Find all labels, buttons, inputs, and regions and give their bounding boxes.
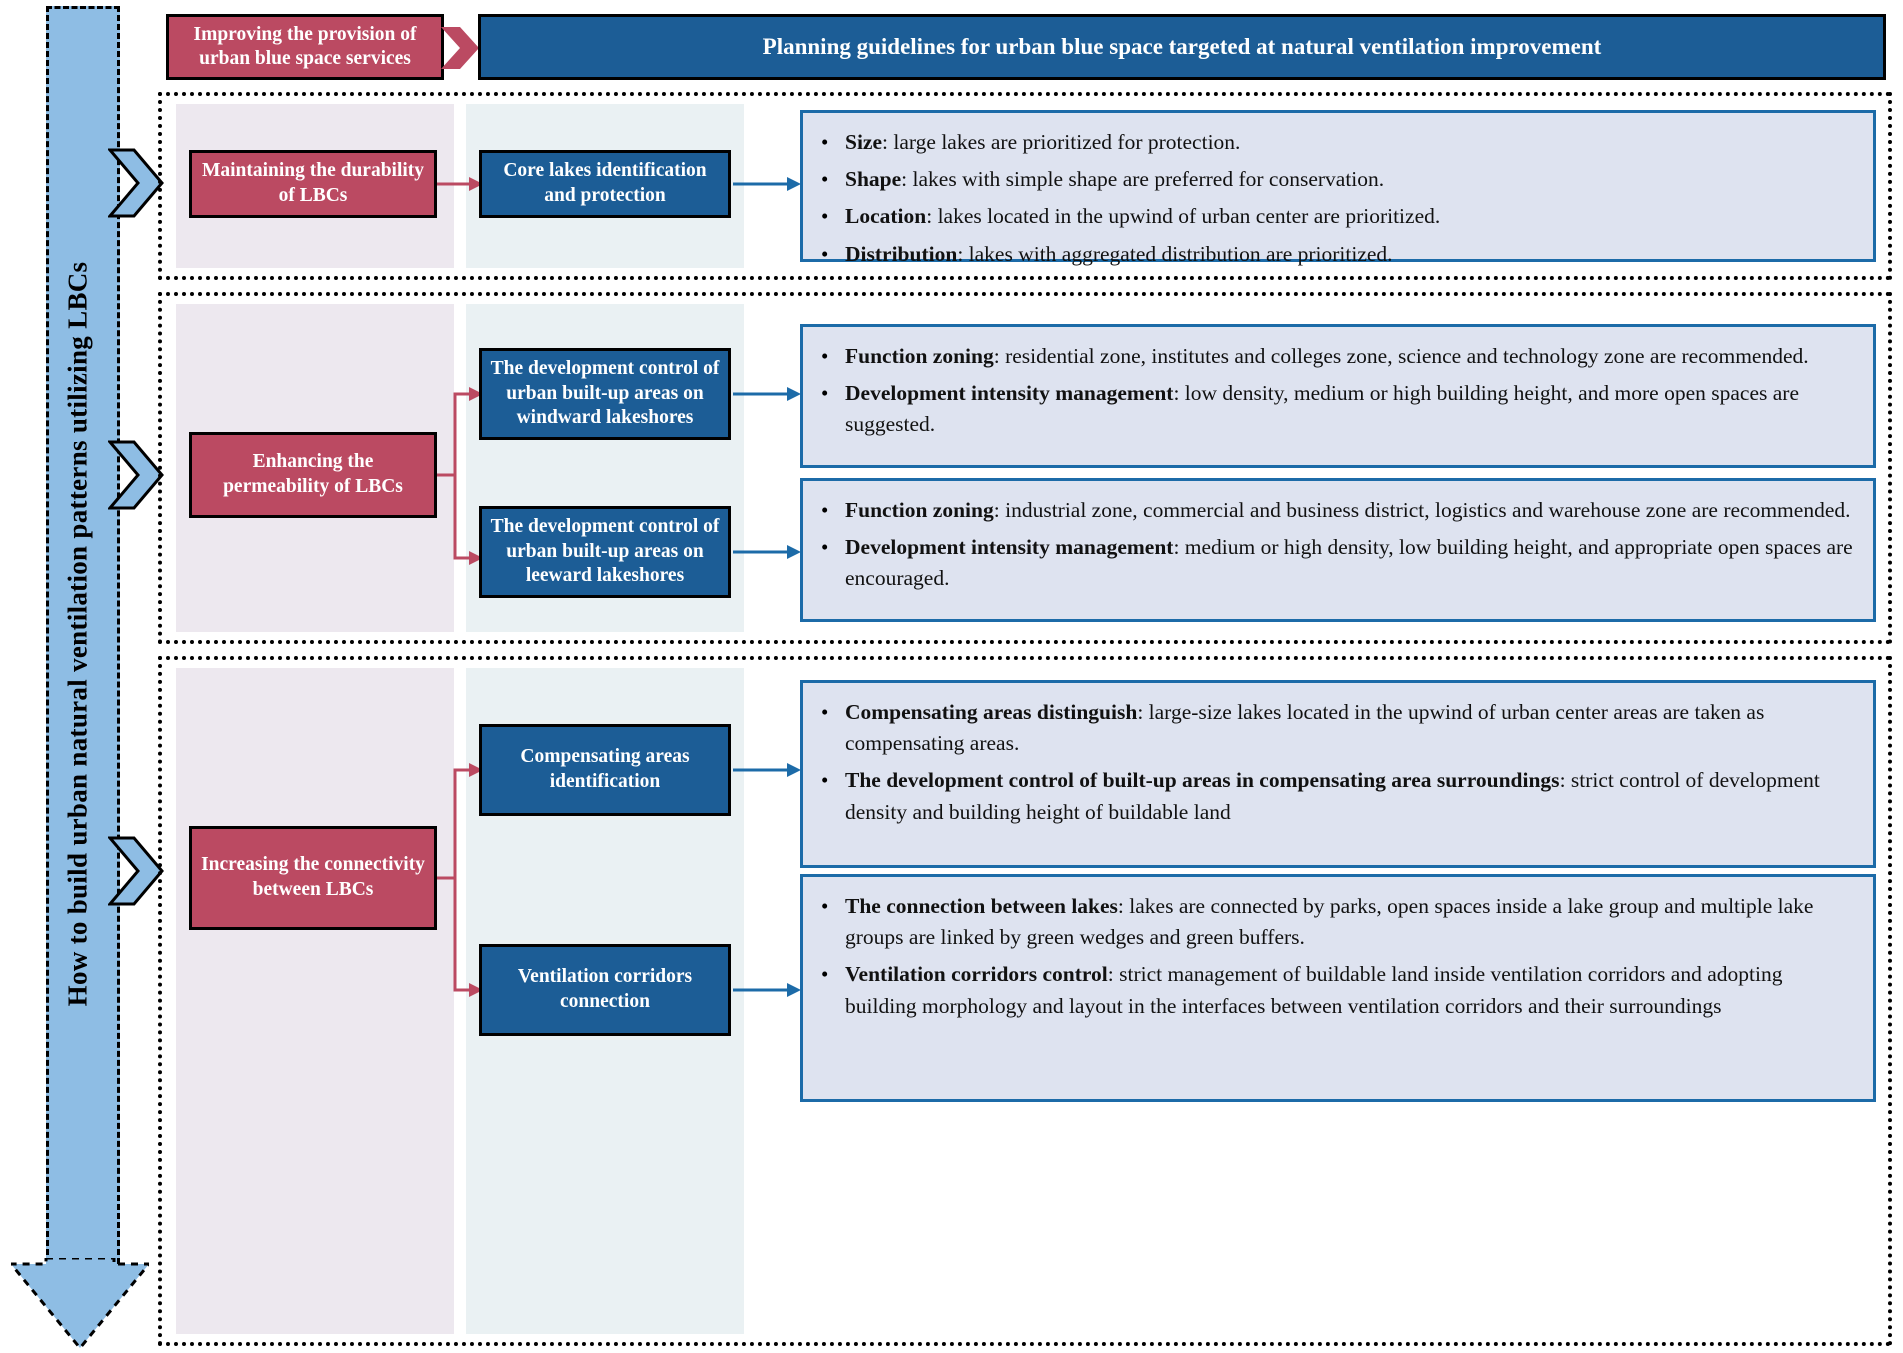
detail-bullet: • Development intensity management: mediu… (821, 532, 1855, 594)
detail-bullet-text: Function zoning: residential zone, insti… (845, 344, 1809, 368)
connector-action5-to-detail5 (733, 974, 803, 1006)
detail-bullet: • Location: lakes located in the upwind o… (821, 201, 1855, 232)
stage-box-2[interactable]: Enhancing the permeability of LBCs (189, 432, 437, 518)
detail-box-leeward-control: • Function zoning: industrial zone, comme… (800, 478, 1876, 622)
connector-stage2-branch (437, 378, 485, 574)
connector-action4-to-detail4 (733, 754, 803, 786)
connector-stage3-branch (437, 754, 485, 1012)
bullet-dot-icon: • (821, 768, 829, 793)
section-frame-3 (158, 656, 1892, 1346)
section-chevron-3-icon (108, 836, 164, 906)
stage-column-tint-3 (176, 668, 454, 1334)
detail-bullet-text: Size: large lakes are prioritized for pr… (845, 130, 1241, 154)
detail-bullet-text: Development intensity management: medium… (845, 535, 1853, 591)
detail-bullet: • Size: large lakes are prioritized for p… (821, 127, 1855, 158)
action-box-compensating-areas[interactable]: Compensating areas identification (479, 724, 731, 816)
left-banner-arrow: How to build urban natural ventilation p… (11, 6, 149, 1350)
bullet-dot-icon: • (821, 962, 829, 987)
connector-action2-to-detail2 (733, 378, 803, 410)
action-box-windward-control[interactable]: The development control of urban built-u… (479, 348, 731, 440)
bullet-dot-icon: • (821, 700, 829, 724)
connector-stage1-to-action1 (437, 168, 485, 200)
detail-bullet-text: The connection between lakes: lakes are … (845, 894, 1814, 950)
left-banner-label: How to build urban natural ventilation p… (62, 261, 92, 1007)
action-box-core-lakes[interactable]: Core lakes identification and protection (479, 150, 731, 218)
bullet-dot-icon: • (821, 204, 829, 229)
bullet-dot-icon: • (821, 241, 829, 266)
section-frame-2 (158, 292, 1892, 644)
stage-box-3[interactable]: Increasing the connectivity between LBCs (189, 826, 437, 930)
detail-box-compensating-areas: • Compensating areas distinguish: large-s… (800, 680, 1876, 868)
section-chevron-1-icon (108, 148, 164, 218)
page-title: Planning guidelines for urban blue space… (478, 14, 1886, 80)
bullet-dot-icon: • (821, 381, 829, 406)
detail-bullet-text: Function zoning: industrial zone, commer… (845, 498, 1851, 522)
section-chevron-2-icon (108, 440, 164, 510)
detail-bullet: • The development control of built-up are… (821, 765, 1855, 827)
detail-bullet-text: Ventilation corridors control: strict ma… (845, 962, 1783, 1018)
action-box-ventilation-corridors[interactable]: Ventilation corridors connection (479, 944, 731, 1036)
detail-bullet-text: Shape: lakes with simple shape are prefe… (845, 167, 1385, 192)
detail-bullet: • Function zoning: residential zone, inst… (821, 341, 1855, 372)
bullet-dot-icon: • (821, 535, 829, 560)
bullet-dot-icon: • (821, 167, 829, 192)
banner-shaft (46, 6, 120, 1264)
action-box-leeward-control[interactable]: The development control of urban built-u… (479, 506, 731, 598)
detail-box-core-lakes: • Size: large lakes are prioritized for p… (800, 110, 1876, 266)
detail-bullet-text: The development control of built-up area… (845, 768, 1820, 824)
banner-arrowhead-icon (11, 1258, 149, 1350)
detail-bullet: • Compensating areas distinguish: large-s… (821, 697, 1855, 759)
detail-bullet: • Development intensity management: low d… (821, 378, 1855, 440)
bullet-dot-icon: • (821, 130, 829, 154)
chevron-right-icon (441, 27, 481, 69)
detail-bullet: • Shape: lakes with simple shape are pref… (821, 164, 1855, 195)
stage-box-1[interactable]: Maintaining the durability of LBCs (189, 150, 437, 218)
detail-bullet: • Distribution: lakes with aggregated dis… (821, 239, 1855, 270)
section-frame-1 (158, 92, 1892, 280)
bullet-dot-icon: • (821, 344, 829, 368)
header-origin-box: Improving the provision of urban blue sp… (166, 14, 444, 80)
detail-bullet-text: Compensating areas distinguish: large-si… (845, 700, 1765, 756)
detail-bullet-text: Distribution: lakes with aggregated dist… (845, 241, 1393, 266)
bullet-dot-icon: • (821, 498, 829, 522)
detail-bullet-text: Development intensity management: low de… (845, 381, 1799, 437)
detail-bullet: • Ventilation corridors control: strict m… (821, 959, 1855, 1021)
detail-bullet: • The connection between lakes: lakes are… (821, 891, 1855, 953)
detail-box-ventilation-corridors: • The connection between lakes: lakes are… (800, 874, 1876, 1102)
connector-action3-to-detail3 (733, 536, 803, 568)
bullet-dot-icon: • (821, 894, 829, 918)
connector-action1-to-detail1 (733, 168, 803, 200)
detail-bullet-text: Location: lakes located in the upwind of… (845, 204, 1441, 229)
detail-bullet: • Function zoning: industrial zone, comme… (821, 495, 1855, 526)
detail-box-windward-control: • Function zoning: residential zone, inst… (800, 324, 1876, 468)
